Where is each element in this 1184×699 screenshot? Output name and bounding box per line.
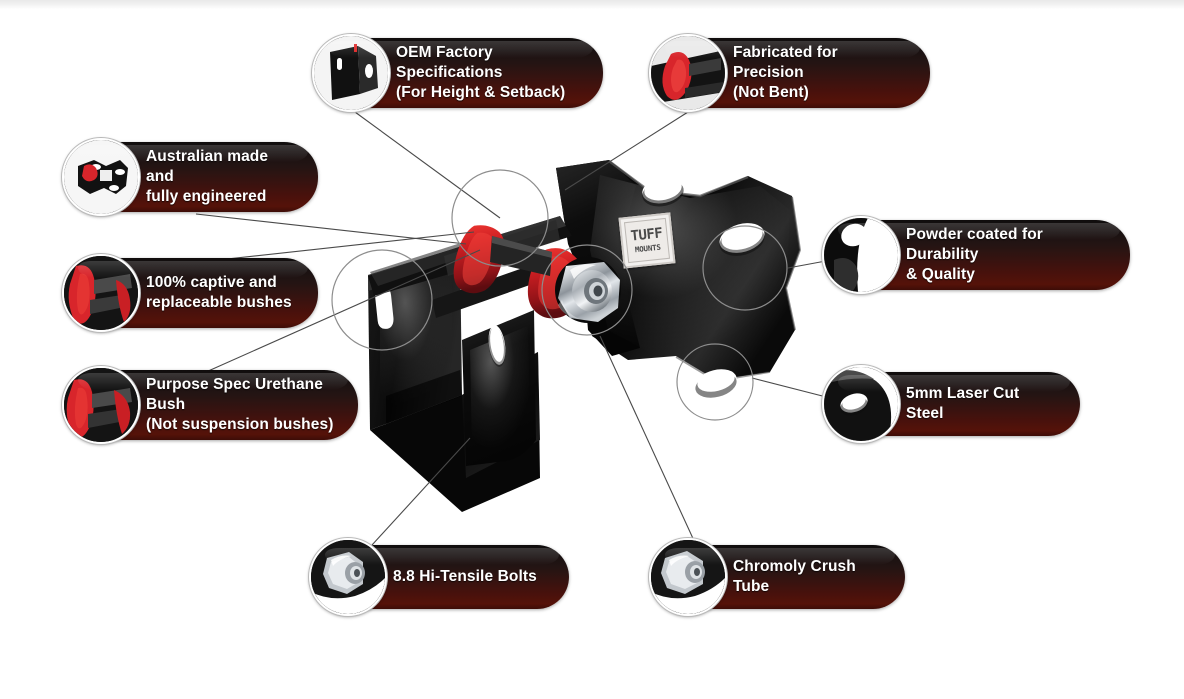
highlight-circle-powder-coat: [702, 225, 788, 311]
leader-line-group: [195, 111, 843, 546]
highlight-circle-mount-top: [451, 169, 549, 267]
callout-label: Australian made and fully engineered: [146, 148, 269, 205]
chrome-bolt-assembly: [555, 257, 621, 323]
callout-label: Fabricated for Precision (Not Bent): [733, 44, 838, 101]
leader-line-bolts: [371, 437, 471, 546]
urethane-bush-photo-icon: [62, 366, 140, 444]
highlight-circle-crush-tube: [541, 244, 633, 336]
leader-line-urethane: [205, 249, 481, 373]
laser-cut-slot-photo-icon: [822, 365, 900, 443]
callout-chromoly-crush-tube[interactable]: Chromoly Crush Tube: [649, 538, 905, 616]
callout-5mm-laser-cut-steel[interactable]: 5mm Laser Cut Steel: [822, 365, 1080, 443]
callout-label: OEM Factory Specifications (For Height &…: [396, 44, 566, 101]
mount-backing-plate: [556, 160, 802, 398]
callout-label: Powder coated for Durability & Quality: [906, 226, 1043, 283]
callout-label: Purpose Spec Urethane Bush (Not suspensi…: [146, 376, 334, 433]
callout-label: 8.8 Hi-Tensile Bolts: [393, 568, 537, 586]
callout-captive-replaceable-bushes[interactable]: 100% captive and replaceable bushes: [62, 254, 318, 332]
callout-label: Chromoly Crush Tube: [733, 558, 856, 595]
bush-closeup-photo-icon: [649, 34, 727, 112]
leader-line-oem: [354, 111, 501, 219]
callout-purpose-spec-urethane-bush[interactable]: Purpose Spec Urethane Bush (Not suspensi…: [62, 366, 358, 444]
callout-australian-made[interactable]: Australian made and fully engineered: [62, 138, 318, 216]
highlight-circle-mount-left: [331, 249, 433, 351]
leader-line-australian: [195, 213, 467, 245]
bolt-head-photo-icon: [309, 538, 387, 616]
leader-line-crush: [599, 335, 697, 546]
powder-coat-sphere-photo-icon: [822, 216, 900, 294]
top-gradient-strip: [0, 0, 1184, 9]
mount-u-channel: [368, 216, 572, 512]
full-mount-photo-icon: [62, 138, 140, 216]
crush-tube-photo-icon: [649, 538, 727, 616]
callout-fabricated-for-precision[interactable]: Fabricated for Precision (Not Bent): [649, 34, 930, 112]
callout-label: 5mm Laser Cut Steel: [906, 385, 1020, 422]
bush-closeup-photo-icon: [62, 254, 140, 332]
callout-oem-factory-specifications[interactable]: OEM Factory Specifications (For Height &…: [312, 34, 603, 112]
highlight-circle-laser-slot: [676, 343, 754, 421]
leader-line-precision: [564, 111, 689, 191]
highlight-circle-group: [331, 169, 788, 421]
callout-powder-coated[interactable]: Powder coated for Durability & Quality: [822, 216, 1130, 294]
bracket-side-photo-icon: [312, 34, 390, 112]
callout-label: 100% captive and replaceable bushes: [146, 274, 292, 311]
leader-line-captive: [199, 231, 475, 263]
plate-mounting-slots: [642, 176, 765, 398]
callout-hi-tensile-bolts[interactable]: 8.8 Hi-Tensile Bolts: [309, 538, 569, 616]
